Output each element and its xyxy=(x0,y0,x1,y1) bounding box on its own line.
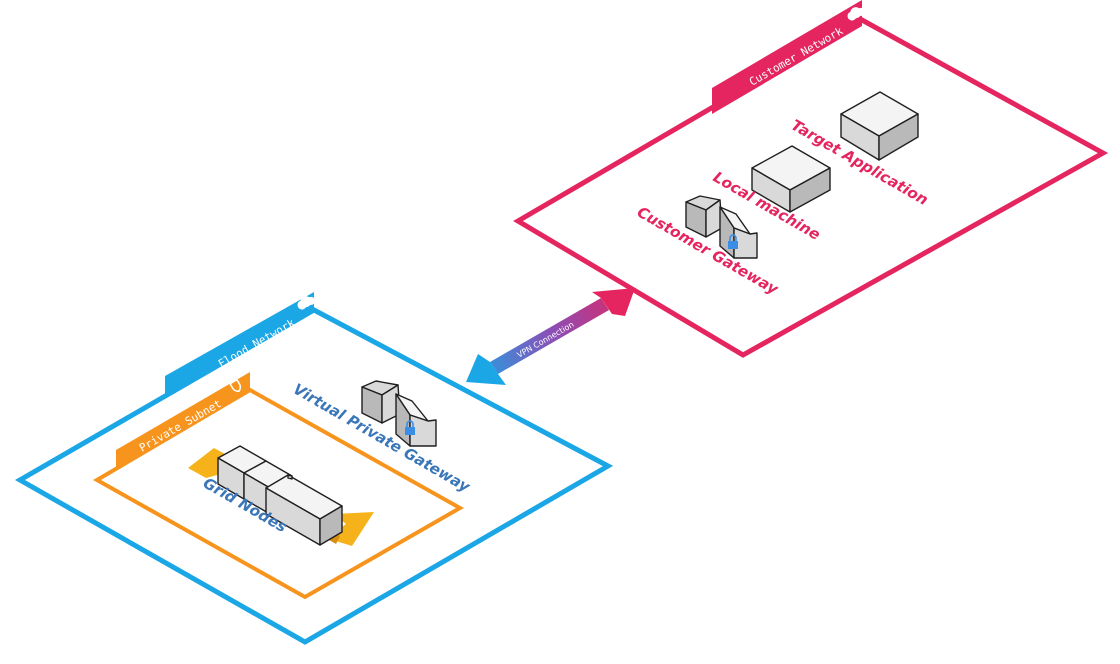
shield-icon xyxy=(228,378,242,393)
cloud-icon xyxy=(847,7,866,21)
target-application-cube-icon xyxy=(840,91,919,161)
customer-gateway-gateway-icon xyxy=(685,195,758,259)
customer-network-tab-label: Customer Network xyxy=(747,24,846,88)
virtual-private-gateway-gateway-icon xyxy=(361,380,437,447)
vpn-connection-arrow: VPN Connection xyxy=(466,288,635,385)
cloud-icon xyxy=(297,296,316,310)
grid-nodes-cube-icon xyxy=(217,445,343,546)
customer-network-frame xyxy=(513,17,1109,358)
customer-network-tab xyxy=(712,0,862,108)
vpn-arrow-head-right xyxy=(592,288,635,316)
lock-icon xyxy=(728,234,738,249)
lock-icon xyxy=(405,420,415,435)
vpn-arrow-shaft xyxy=(490,298,609,374)
flood-network-frame xyxy=(14,307,614,645)
flood-network-group: Flood Network Virtual Private Gateway xyxy=(14,292,614,645)
vpn-arrow-head-left xyxy=(466,354,506,385)
private-subnet-frame xyxy=(92,387,465,600)
vpn-connection-label: VPN Connection xyxy=(516,320,576,360)
flood-network-tab xyxy=(165,292,314,396)
private-subnet-tab xyxy=(116,372,250,468)
local-machine-cube-icon xyxy=(751,145,831,213)
